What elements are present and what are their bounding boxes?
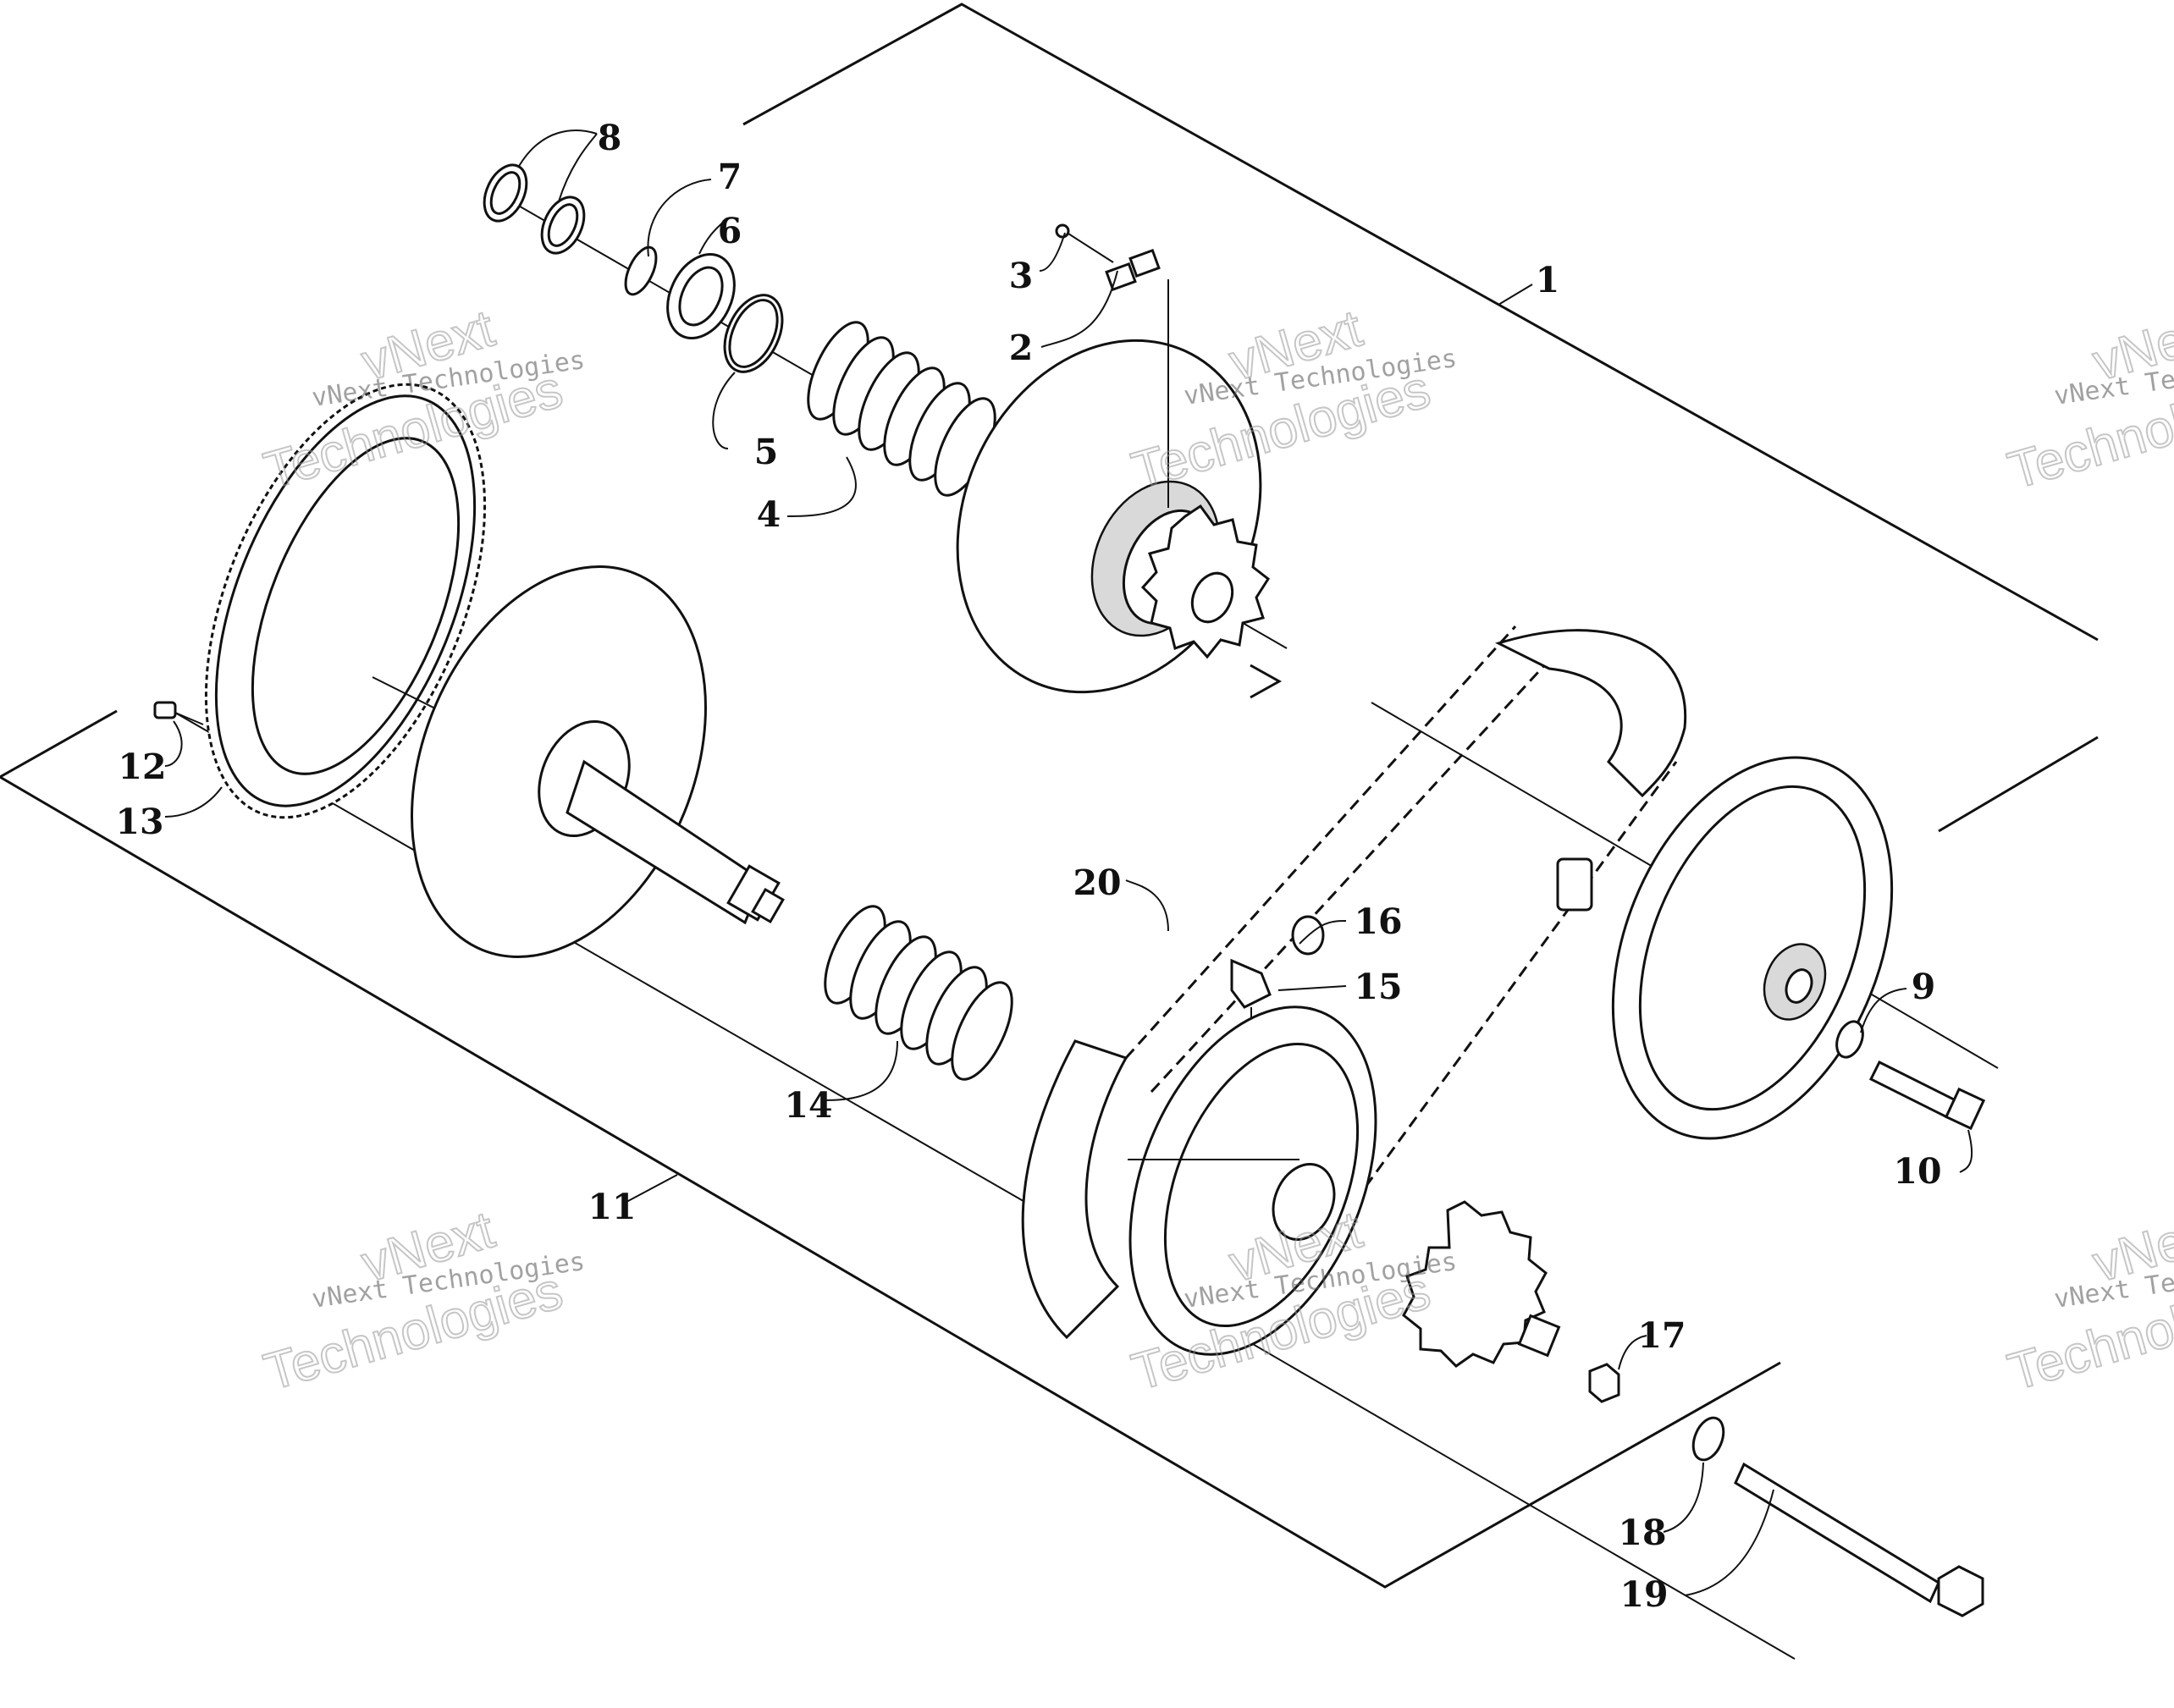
callout-2: 2 [1009, 328, 1034, 368]
screw-part-3 [1055, 223, 1114, 263]
callout-5: 5 [754, 432, 779, 472]
bolt-part-19 [1734, 1462, 1984, 1617]
callout-19: 19 [1619, 1574, 1668, 1615]
callout-12: 12 [118, 747, 166, 787]
bolt-part-10 [1868, 1060, 1986, 1131]
callout-15: 15 [1354, 967, 1402, 1007]
callout-3: 3 [1009, 256, 1034, 296]
spider-part [1402, 1200, 1561, 1368]
nut-part-17 [1588, 1363, 1620, 1403]
washer-part-6 [666, 252, 736, 340]
secondary-sheave [1556, 756, 1894, 1140]
callout-10: 10 [1893, 1151, 1941, 1192]
callout-13: 13 [115, 802, 163, 842]
callout-8: 8 [598, 118, 622, 158]
watermark-top-right: vNext Technologies vNext Technologies [2001, 298, 2174, 501]
ring-gear-part-13 [204, 383, 487, 819]
driven-sheave-part-11 [411, 565, 785, 958]
callout-18: 18 [1618, 1512, 1666, 1553]
callout-labels: 8 7 6 5 4 3 2 1 12 13 20 16 15 9 10 14 1… [115, 118, 1941, 1615]
callout-9: 9 [1912, 967, 1936, 1007]
watermark-bottom-left: vNext Technologies vNext Technologies [257, 1199, 587, 1402]
fan-sheave [1128, 1006, 1377, 1356]
watermark-bottom-right: vNext Technologies vNext Technologies [2001, 1199, 2174, 1402]
assembly-frame-1 [742, 3, 2099, 833]
washer-part-9 [1835, 1020, 1864, 1059]
ring-part-5 [723, 294, 784, 373]
ring-part-8a [483, 163, 528, 223]
callout-17: 17 [1637, 1315, 1686, 1356]
callout-20: 20 [1073, 862, 1121, 903]
ring-part-8b [540, 196, 586, 255]
callout-6: 6 [718, 211, 742, 251]
callout-4: 4 [757, 494, 781, 535]
snap-ring-part-7 [624, 245, 658, 296]
callout-14: 14 [784, 1085, 832, 1126]
leader-lines [164, 129, 1973, 1596]
callout-11: 11 [588, 1187, 636, 1227]
assembly-frame-11 [0, 709, 1781, 1589]
bushing-part-2 [1105, 248, 1169, 508]
spring-coil [951, 981, 1013, 1081]
drive-sheave-part-1 [956, 339, 1270, 694]
bolt-part-12 [153, 701, 204, 725]
spring-part-14 [824, 905, 1013, 1081]
drive-belt-part-20 [1021, 625, 1687, 1340]
callout-1: 1 [1536, 260, 1560, 300]
callout-16: 16 [1354, 901, 1402, 942]
spring-part-4 [807, 321, 996, 497]
callout-7: 7 [718, 157, 742, 197]
washer-part-18 [1691, 1416, 1725, 1462]
